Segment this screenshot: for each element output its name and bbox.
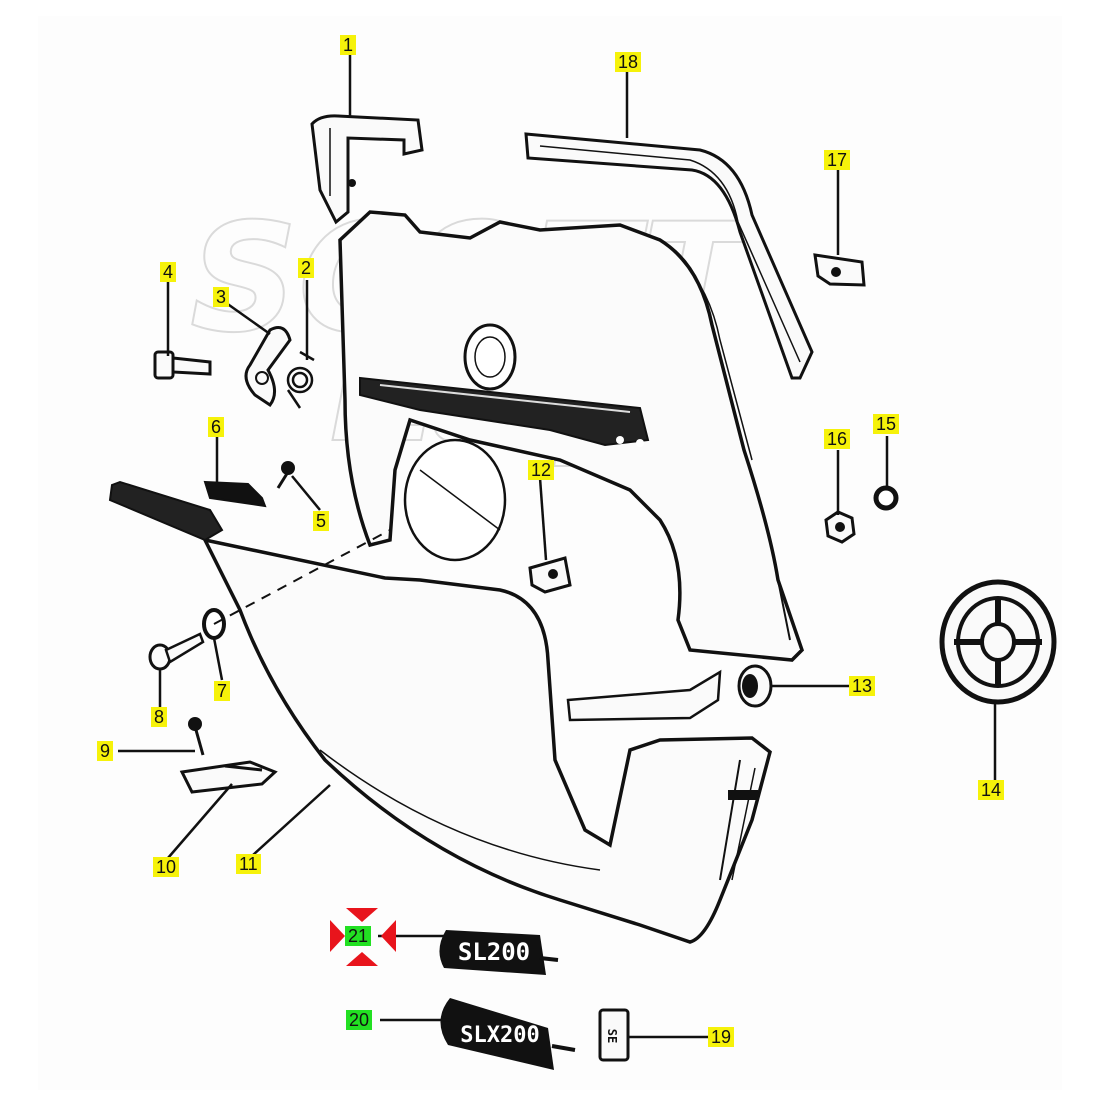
left-flap	[108, 480, 224, 542]
callout-1[interactable]: 1	[340, 35, 357, 55]
part-21-emblem: SL200	[439, 930, 559, 975]
part-20-emblem-text: SLX200	[460, 1023, 539, 1048]
part-4-bolt	[153, 350, 212, 380]
callout-15[interactable]: 15	[873, 414, 900, 434]
callout-20[interactable]: 20	[346, 1010, 373, 1030]
callout-10[interactable]: 10	[153, 857, 180, 877]
callout-2[interactable]: 2	[298, 258, 315, 278]
diagram-frame	[38, 16, 1062, 1090]
callout-4[interactable]: 4	[160, 262, 177, 282]
part-1-rail	[310, 114, 424, 225]
part-15-washer	[873, 485, 899, 511]
part-19-badge-text: SE	[605, 1029, 619, 1043]
part-13-grommet	[737, 664, 773, 708]
callout-5[interactable]: 5	[313, 511, 330, 531]
callout-14[interactable]: 14	[978, 780, 1005, 800]
callout-16[interactable]: 16	[824, 429, 851, 449]
callout-6[interactable]: 6	[208, 417, 225, 437]
callout-12[interactable]: 12	[528, 460, 555, 480]
callout-11[interactable]: 11	[236, 854, 261, 874]
part-21-emblem-text: SL200	[458, 938, 530, 966]
part-19-badge: SE	[598, 1008, 630, 1062]
leader-lines	[118, 55, 997, 1039]
callout-8[interactable]: 8	[151, 707, 168, 727]
callout-19[interactable]: 19	[708, 1027, 735, 1047]
part-9-screw	[188, 717, 205, 756]
callout-9[interactable]: 9	[97, 741, 114, 761]
part-8-screw	[148, 632, 205, 671]
target-marker	[330, 908, 396, 966]
part-6-plate	[203, 480, 267, 508]
callout-18[interactable]: 18	[615, 52, 642, 72]
callout-21[interactable]: 21	[345, 926, 372, 946]
callout-13[interactable]: 13	[849, 676, 876, 696]
part-3-hinge	[244, 326, 292, 408]
callout-17[interactable]: 17	[824, 150, 851, 170]
part-20-emblem: SLX200	[440, 998, 576, 1070]
part-11-lower-shell	[201, 537, 772, 944]
part-5-screw	[276, 461, 295, 489]
part-14-cover	[939, 579, 1057, 705]
callout-3[interactable]: 3	[213, 287, 230, 307]
part-18-rail	[524, 132, 814, 380]
callout-7[interactable]: 7	[214, 681, 231, 701]
